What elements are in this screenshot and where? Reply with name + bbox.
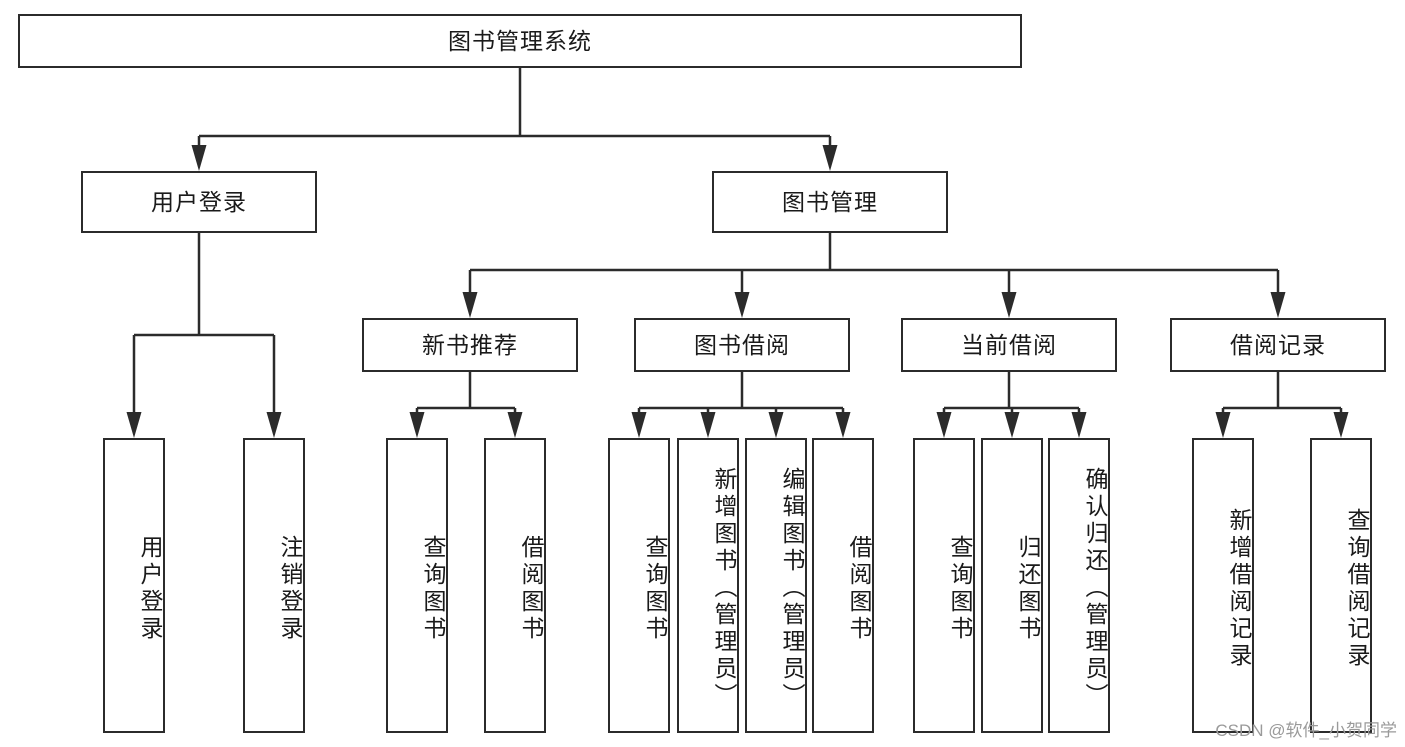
node-leaf-8-label: 借阅图书 [846, 534, 872, 643]
node-root-label: 图书管理系统 [448, 27, 592, 54]
node-leaf-11-label: 确认归还（管理员） [1082, 467, 1108, 710]
group1-to-leaf-1-head [409, 412, 425, 438]
node-level2-3-label: 当前借阅 [961, 331, 1057, 358]
node-leaf-2-label: 注销登录 [277, 534, 303, 643]
node-leaf-13[interactable]: 查询借阅记录 [1310, 438, 1372, 733]
node-level1-2-label: 图书管理 [782, 188, 878, 215]
node-leaf-7-label: 编辑图书（管理员） [779, 467, 805, 710]
group2-to-leaf-4-head [835, 412, 851, 438]
node-leaf-5-label: 查询图书 [642, 534, 668, 643]
login-to-leaf-2-head [266, 412, 282, 438]
group2-to-leaf-3-head [768, 412, 784, 438]
manage-to-level2-2-head [734, 292, 750, 318]
node-leaf-4[interactable]: 借阅图书 [484, 438, 546, 733]
node-leaf-7[interactable]: 编辑图书（管理员） [745, 438, 807, 733]
group2-to-leaf-1-head [631, 412, 647, 438]
node-level2-2[interactable]: 图书借阅 [634, 318, 850, 372]
node-root[interactable]: 图书管理系统 [18, 14, 1022, 68]
node-leaf-10-label: 归还图书 [1015, 534, 1041, 643]
node-level2-4-label: 借阅记录 [1230, 331, 1326, 358]
group3-to-leaf-3-head [1071, 412, 1087, 438]
group1-to-leaf-2-head [507, 412, 523, 438]
manage-to-level2-3-head [1001, 292, 1017, 318]
node-level2-3[interactable]: 当前借阅 [901, 318, 1117, 372]
node-level2-1[interactable]: 新书推荐 [362, 318, 578, 372]
node-leaf-2[interactable]: 注销登录 [243, 438, 305, 733]
node-leaf-9[interactable]: 查询图书 [913, 438, 975, 733]
node-leaf-4-label: 借阅图书 [518, 534, 544, 643]
login-to-leaf-1-head [126, 412, 142, 438]
node-level2-1-label: 新书推荐 [422, 331, 518, 358]
node-leaf-6[interactable]: 新增图书（管理员） [677, 438, 739, 733]
node-level1-1-label: 用户登录 [151, 188, 247, 215]
node-leaf-5[interactable]: 查询图书 [608, 438, 670, 733]
group3-to-leaf-2-head [1004, 412, 1020, 438]
node-leaf-8[interactable]: 借阅图书 [812, 438, 874, 733]
node-leaf-3-label: 查询图书 [420, 534, 446, 643]
node-level2-4[interactable]: 借阅记录 [1170, 318, 1386, 372]
node-leaf-11[interactable]: 确认归还（管理员） [1048, 438, 1110, 733]
root-to-level1-2-head [822, 145, 838, 171]
group2-to-leaf-2-head [700, 412, 716, 438]
node-level1-1[interactable]: 用户登录 [81, 171, 317, 233]
node-leaf-1-label: 用户登录 [137, 534, 163, 643]
group4-to-leaf-2-head [1333, 412, 1349, 438]
node-leaf-13-label: 查询借阅记录 [1344, 507, 1370, 670]
group4-to-leaf-1-head [1215, 412, 1231, 438]
root-to-level1-1-head [191, 145, 207, 171]
node-leaf-3[interactable]: 查询图书 [386, 438, 448, 733]
node-level1-2[interactable]: 图书管理 [712, 171, 948, 233]
manage-to-level2-4-head [1270, 292, 1286, 318]
node-leaf-10[interactable]: 归还图书 [981, 438, 1043, 733]
node-leaf-12-label: 新增借阅记录 [1226, 507, 1252, 670]
group3-to-leaf-1-head [936, 412, 952, 438]
node-level2-2-label: 图书借阅 [694, 331, 790, 358]
node-leaf-9-label: 查询图书 [947, 534, 973, 643]
manage-to-level2-1-head [462, 292, 478, 318]
node-leaf-1[interactable]: 用户登录 [103, 438, 165, 733]
node-leaf-6-label: 新增图书（管理员） [711, 467, 737, 710]
node-leaf-12[interactable]: 新增借阅记录 [1192, 438, 1254, 733]
